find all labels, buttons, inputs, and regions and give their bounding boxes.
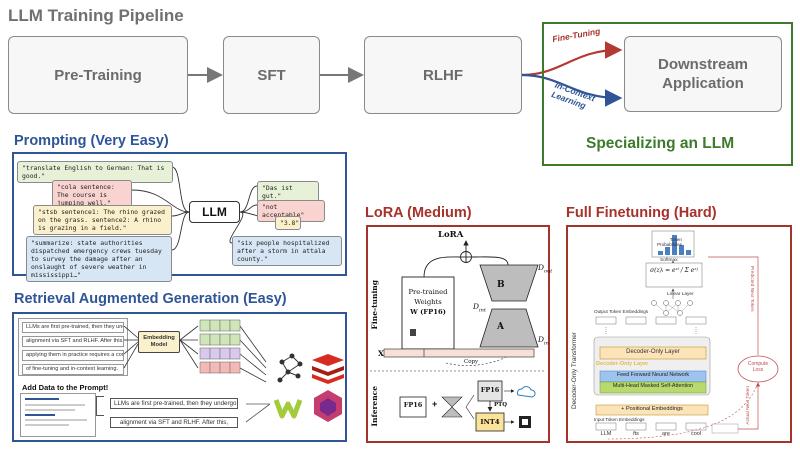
token-llm: LLM	[600, 431, 612, 437]
rag-doc-line-4: of fine-tuning and in-context learning.	[22, 364, 124, 375]
prompt-output-score: "3.8"	[275, 216, 301, 230]
stage-pretraining: Pre-Training	[8, 36, 188, 114]
token-cool: cool	[690, 431, 702, 437]
full-finetuning-title: Full Finetuning (Hard)	[566, 205, 717, 221]
softmax-formula: σ(z)ᵢ = eᶻⁱ / Σ eᶻʲ	[650, 267, 698, 274]
lora-header: LoRA	[438, 230, 464, 240]
lora-diagram	[370, 240, 546, 432]
prompt-output-german: "Das ist gut."	[257, 181, 319, 203]
lora-matrix-b: B	[497, 280, 505, 290]
stage-sft: SFT	[223, 36, 320, 114]
downstream-label: Downstream Application	[657, 56, 749, 92]
network-icon	[277, 353, 303, 383]
rag-title: Retrieval Augmented Generation (Easy)	[14, 291, 287, 307]
lora-inference-fp16: FP16	[403, 401, 423, 409]
lora-x-label: X	[378, 349, 384, 358]
rag-panel	[12, 312, 347, 442]
decoder-transformer-side-label: Decoder-Only Transformer	[571, 331, 578, 409]
weights-line-2: Weights	[414, 298, 442, 306]
cloud-icon	[516, 386, 536, 398]
lora-inference-fp16-merged: FP16	[480, 386, 500, 394]
embedding-model-box: Embedding Model	[138, 331, 180, 353]
lora-copy-label: Copy	[464, 359, 479, 365]
rag-doc-line-3: applying them in practice requires a com…	[22, 350, 124, 361]
predicted-next-token-label: Predicted Next Token	[749, 266, 754, 312]
pipeline-arrows	[188, 41, 623, 107]
arrow-fine-tuning	[521, 41, 623, 77]
redis-icon	[312, 354, 344, 384]
prompting-title: Prompting (Very Easy)	[14, 133, 169, 149]
lora-inference-plus: +	[432, 399, 438, 409]
rag-retrieved-line-1: LLMs are first pre-trained, then they un…	[110, 398, 238, 409]
linear-layer-label: Linear Layer	[667, 292, 694, 297]
lora-ptq-label: PTQ	[494, 402, 508, 408]
output-embeddings-label: Output Token Embeddings	[594, 309, 649, 314]
downstream-application-box: Downstream Application	[624, 36, 782, 112]
add-data-label: Add Data to the Prompt!	[22, 383, 109, 392]
weights-line-3: W (FP16)	[410, 308, 446, 316]
token-are: are	[662, 431, 670, 437]
actual-next-token-label: Actual Next Token	[746, 386, 751, 425]
prompting-llm-box: LLM	[189, 201, 240, 223]
attention-label: Multi-Head Masked Self-Attention	[612, 383, 694, 389]
full-finetuning-diagram	[593, 230, 779, 440]
weights-line-1: Pre-trained	[408, 288, 448, 296]
specializing-label: Specializing an LLM	[586, 135, 735, 152]
token-fts: fts	[633, 431, 639, 437]
lora-weights-box-label: Pre-trained Weights W (FP16)	[402, 287, 454, 317]
lora-d-int: Dint	[473, 302, 486, 314]
vector-db-icons	[273, 353, 344, 422]
lora-panel	[366, 225, 550, 443]
chip-icon	[519, 416, 531, 428]
rag-doc-line-2: alignment via SFT and RLHF. After this,	[22, 336, 124, 347]
lora-d-out: Dout	[538, 263, 553, 275]
ffn-label: Feed Forward Neural Network	[616, 372, 690, 378]
decoder-only-layer-label: Decoder-Only Layer	[626, 349, 680, 355]
lora-d-in: Din	[538, 335, 549, 347]
qdrant-icon	[314, 390, 342, 422]
softmax-label: Softmax	[660, 258, 678, 263]
lora-fine-tuning-label: Fine-tuning	[370, 280, 379, 330]
rag-graphics	[123, 319, 344, 423]
rag-retrieved-line-2: alignment via SFT and RLHF. After this,	[110, 417, 238, 428]
rag-doc-line-1: LLMs are first pre-trained, then they un…	[22, 322, 124, 333]
stage-rlhf: RLHF	[364, 36, 522, 114]
prompt-input-summarize: "summarize: state authorities dispatched…	[26, 236, 172, 282]
specializing-panel	[542, 22, 793, 166]
arrow-in-context	[521, 73, 623, 107]
positional-embeddings-label: + Positional Embeddings	[621, 406, 683, 412]
prompting-panel	[12, 152, 347, 276]
full-finetuning-panel	[566, 225, 792, 443]
prompt-output-summary: "six people hospitalized after a storm i…	[232, 236, 342, 266]
lora-matrix-a: A	[497, 322, 504, 332]
rag-vector-rows	[199, 319, 241, 374]
rag-bracket	[96, 396, 104, 416]
decoder-repeat-label: Decoder-Only Layer	[596, 361, 649, 367]
prompt-input-stsb: "stsb sentence1: The rhino grazed on the…	[33, 205, 172, 235]
lora-title: LoRA (Medium)	[365, 205, 472, 221]
input-embeddings-label: Input Token Embeddings	[594, 417, 645, 422]
rag-prompt-doc	[20, 393, 96, 437]
weaviate-icon	[273, 399, 303, 419]
page-title: LLM Training Pipeline	[8, 6, 184, 25]
lora-int4: INT4	[480, 418, 500, 426]
lora-inference-label: Inference	[370, 386, 379, 427]
